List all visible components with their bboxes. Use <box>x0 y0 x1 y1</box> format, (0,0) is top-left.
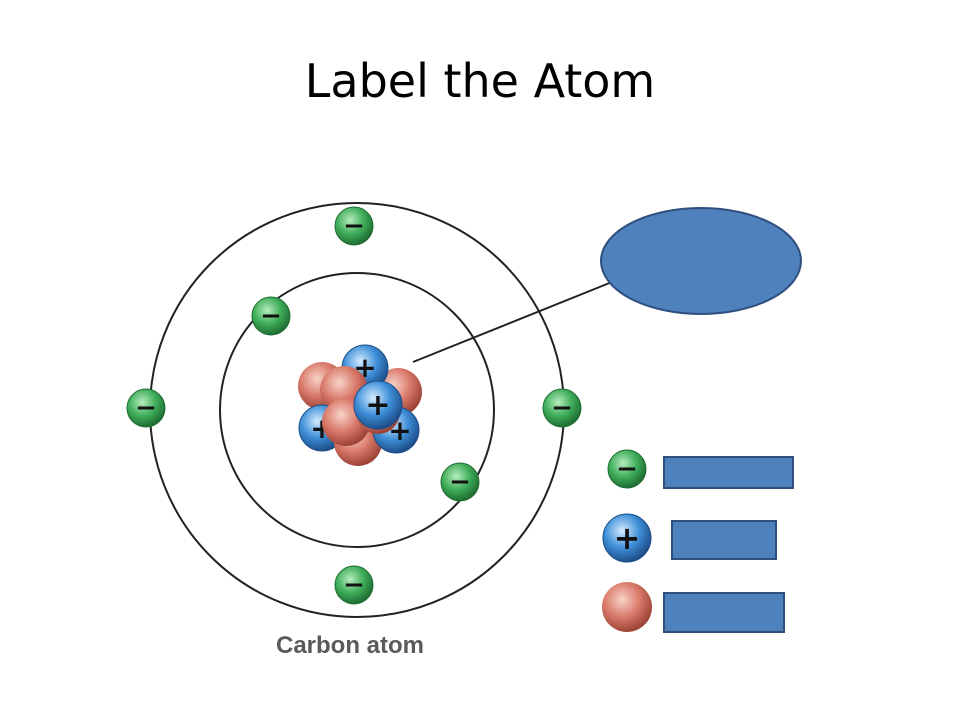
legend-electron: − <box>607 449 647 489</box>
nucleus: + + + + <box>298 344 422 466</box>
slide-title: Label the Atom <box>304 54 656 108</box>
proton-label-box[interactable] <box>671 520 777 560</box>
legend-neutron <box>602 582 652 632</box>
electron-sign: − <box>260 301 282 331</box>
electron: − <box>126 388 166 428</box>
electron-sign: − <box>343 211 365 241</box>
electron-sign: − <box>449 467 471 497</box>
diagram-caption: Carbon atom <box>276 632 425 659</box>
pointer-line <box>412 281 613 363</box>
electron: − <box>440 462 480 502</box>
electron: − <box>542 388 582 428</box>
electron-label-box[interactable] <box>663 456 794 489</box>
electron-sign: − <box>551 393 573 423</box>
neutron-label-box[interactable] <box>663 592 785 633</box>
electron: − <box>334 206 374 246</box>
electron-sign: − <box>616 454 638 484</box>
proton-sign: + <box>614 519 641 557</box>
electron: − <box>334 565 374 605</box>
inner-orbit <box>219 272 495 548</box>
electron-sign: − <box>343 570 365 600</box>
proton: + <box>353 380 403 430</box>
proton-sign: + <box>365 388 390 423</box>
legend-proton: + <box>602 513 652 563</box>
label-ellipse[interactable] <box>600 207 802 315</box>
electron-sign: − <box>135 393 157 423</box>
electron: − <box>251 296 291 336</box>
